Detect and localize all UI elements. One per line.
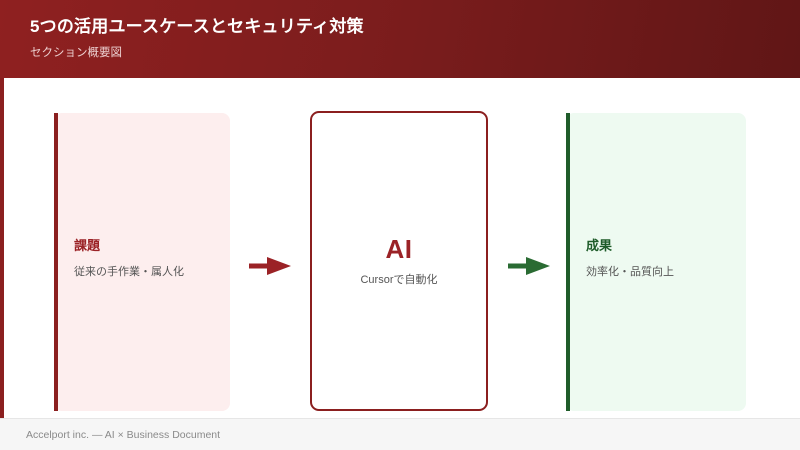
footer-credit: Accelport inc. — AI × Business Document xyxy=(26,428,221,441)
stage-card-ai[interactable]: AI Cursorで自動化 xyxy=(310,111,488,411)
stage-description-problem: 従来の手作業・属人化 xyxy=(74,266,184,278)
slide-header: 5つの活用ユースケースとセキュリティ対策 セクション概要図 xyxy=(0,0,800,78)
stage-title-problem: 課題 xyxy=(74,238,101,253)
arrow-right-icon-ai-to-outcome xyxy=(508,255,552,277)
slide-body: 課題 従来の手作業・属人化 AI Cursorで自動化 xyxy=(0,78,800,418)
slide-footer: Accelport inc. — AI × Business Document xyxy=(0,418,800,450)
arrow-right-icon-problem-to-ai xyxy=(249,255,293,277)
stage-accent-bar-outcome xyxy=(566,113,570,411)
stage-card-outcome[interactable]: 成果 効率化・品質向上 xyxy=(566,113,746,411)
stage-accent-bar-problem xyxy=(54,113,58,411)
stage-title-outcome: 成果 xyxy=(586,238,613,253)
stage-description-ai: Cursorで自動化 xyxy=(360,274,438,286)
stage-card-problem[interactable]: 課題 従来の手作業・属人化 xyxy=(54,113,230,411)
page-title: 5つの活用ユースケースとセキュリティ対策 xyxy=(30,17,364,36)
stage-title-ai: AI xyxy=(385,234,413,264)
process-diagram: 課題 従来の手作業・属人化 AI Cursorで自動化 xyxy=(0,78,800,418)
page-subtitle: セクション概要図 xyxy=(30,47,122,59)
left-accent-bar xyxy=(0,78,4,418)
stage-description-outcome: 効率化・品質向上 xyxy=(586,266,674,278)
